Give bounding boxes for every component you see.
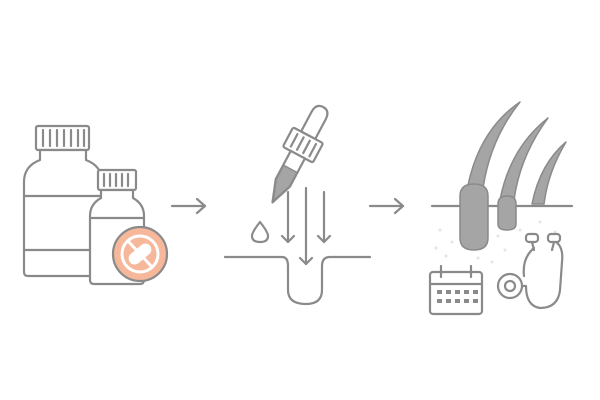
dropper-applying-drops-to-skin-icon: [223, 104, 372, 306]
stethoscope-icon: [496, 232, 564, 310]
no-pill-badge-icon: [111, 225, 169, 283]
arrow-right-icon: [170, 197, 207, 215]
small-bottle-cap: [96, 168, 138, 192]
skin-surface-line: [223, 255, 372, 306]
calendar-icon: [428, 264, 484, 316]
dropper-icon: [271, 104, 329, 204]
droplet-icon: [250, 220, 270, 244]
arrow-right-icon: [368, 197, 405, 215]
medicine-bottles-with-no-pill-badge-icon: [22, 124, 169, 286]
down-arrows-icon: [280, 186, 332, 266]
large-bottle-cap: [34, 124, 91, 152]
scalp-dots: [434, 216, 557, 264]
hair-strand-medium: [497, 117, 549, 231]
hair-strand-large: [459, 101, 521, 251]
hair-strand-small: [531, 141, 567, 205]
hair-follicles-calendar-stethoscope-icon: [428, 101, 574, 316]
